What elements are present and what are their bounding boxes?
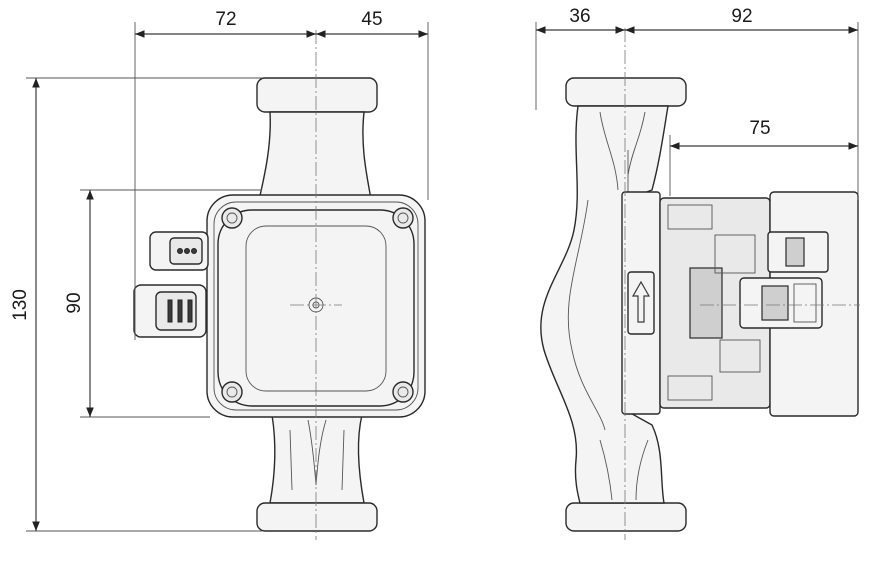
screw-icon [392,207,414,229]
screw-icon [392,381,414,403]
front-bottom-flange [256,502,378,532]
flow-direction-window [627,271,655,335]
screw-icon [221,207,243,229]
dim-side-92: 92 [731,6,752,27]
dim-front-72: 72 [215,9,236,30]
flow-arrow-icon [631,280,651,323]
front-lower-pipe [269,414,365,504]
dim-front-130: 130 [10,289,31,321]
front-top-flange [256,77,378,113]
side-bottom-flange [565,502,687,532]
dim-side-75: 75 [749,118,770,139]
front-dimensions: 72 45 130 90 [10,9,429,532]
side-view [540,28,860,540]
front-view [133,30,426,540]
front-upper-pipe [257,111,373,206]
dim-front-90: 90 [64,292,85,313]
dim-side-36: 36 [569,6,590,27]
dim-front-45: 45 [361,9,382,30]
power-connector-icon [133,284,207,338]
side-top-flange [565,77,687,107]
screw-icon [221,381,243,403]
side-dimensions: 36 92 75 [535,6,859,200]
signal-connector-icon [149,231,209,271]
